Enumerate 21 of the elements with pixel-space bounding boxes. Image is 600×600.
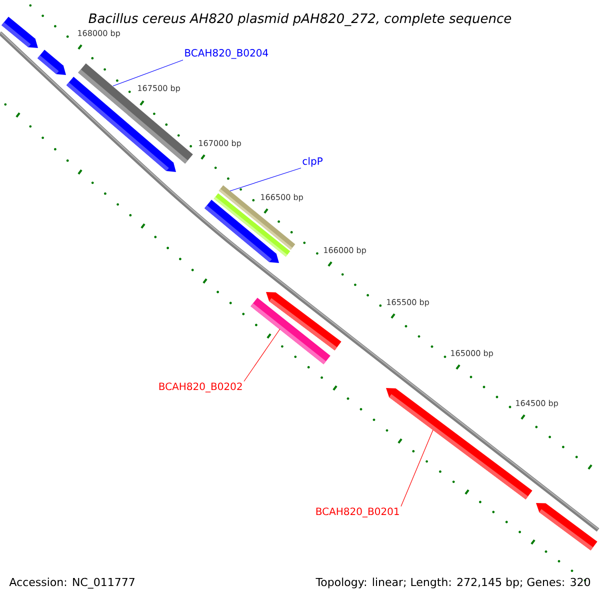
- leader-line: [230, 168, 302, 192]
- gene-feature: [78, 63, 193, 164]
- tick-label: 165000 bp: [451, 350, 493, 358]
- gene-label: clpP: [302, 157, 323, 167]
- tick-label: 166000 bp: [324, 246, 366, 255]
- gene-feature: [218, 185, 296, 250]
- gene-feature: [250, 298, 330, 364]
- accession-text: Accession: NC_011777: [9, 578, 134, 589]
- tick-label: 164500 bp: [516, 400, 558, 408]
- tick-label: 168000 bp: [78, 30, 120, 38]
- tick-label: 165500 bp: [387, 298, 429, 307]
- leader-line: [244, 328, 280, 382]
- summary-text: Topology: linear; Length: 272,145 bp; Genes: 320: [316, 578, 590, 588]
- gene-label: BCAH820_B0201: [316, 508, 399, 518]
- map-title: Bacillus cereus AH820 plasmid pAH820_272, complete sequence: [88, 13, 512, 26]
- leader-line: [400, 430, 434, 507]
- leader-line: [112, 60, 184, 86]
- gene-label: BCAH820_B0202: [159, 382, 242, 392]
- gene-label: BCAH820_B0204: [185, 49, 268, 59]
- tick-label: 166500 bp: [261, 194, 303, 202]
- tick-label: 167500 bp: [138, 84, 180, 93]
